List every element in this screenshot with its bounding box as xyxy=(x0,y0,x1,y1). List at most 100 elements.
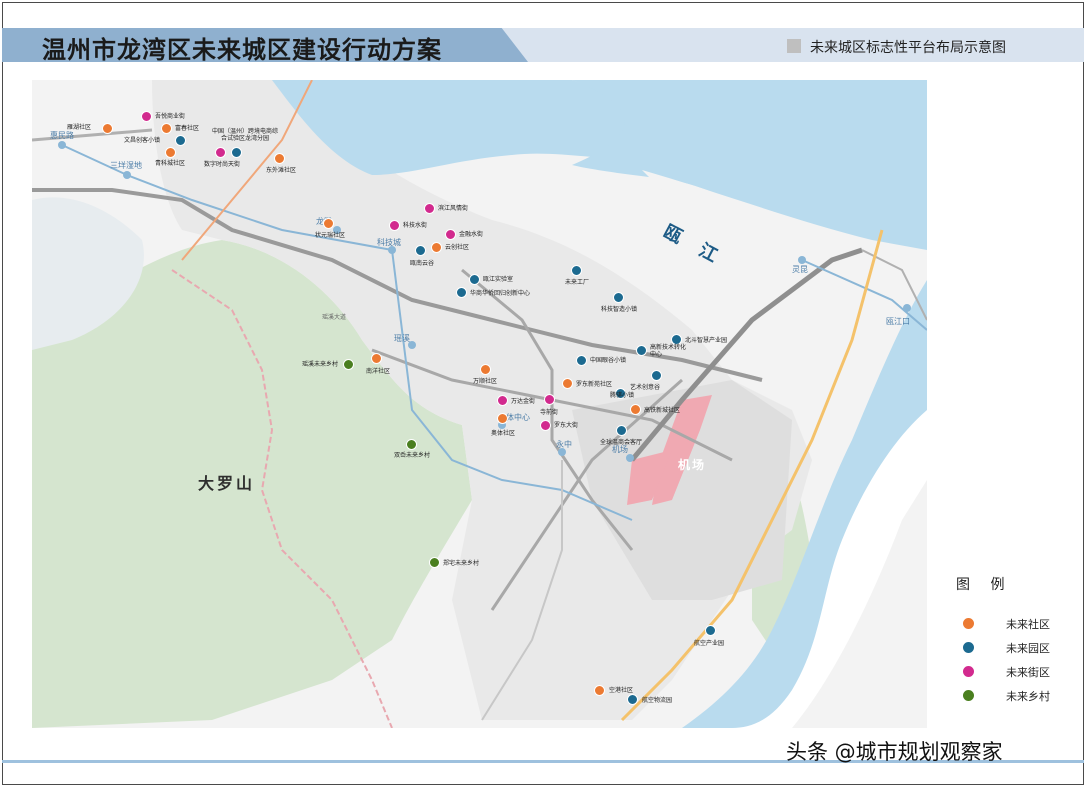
platform-label: 吾悦商业街 xyxy=(155,113,186,120)
park-marker[interactable] xyxy=(616,425,627,436)
park-marker[interactable] xyxy=(636,345,647,356)
mountain-label: 大罗山 xyxy=(198,474,256,493)
map-subtitle: 未来城区标志性平台布局示意图 xyxy=(810,40,1006,56)
airport-label: 机场 xyxy=(678,458,707,472)
village-marker[interactable] xyxy=(429,557,440,568)
station-label: 奥体中心 xyxy=(498,413,530,422)
platform-label: 未来工厂 xyxy=(565,279,590,286)
bottom-rule xyxy=(2,760,1084,763)
legend-label: 未来园区 xyxy=(1006,642,1050,655)
park-marker[interactable] xyxy=(571,265,582,276)
platform-label: 高新技术转化中心 xyxy=(650,344,687,358)
legend-label: 未来社区 xyxy=(1006,618,1050,631)
park-marker[interactable] xyxy=(231,147,242,158)
street-marker[interactable] xyxy=(389,220,400,231)
page-title: 温州市龙湾区未来城区建设行动方案 xyxy=(42,36,442,64)
platform-label: 科技水街 xyxy=(403,222,428,229)
community-marker[interactable] xyxy=(480,364,491,375)
park-marker[interactable] xyxy=(651,370,662,381)
station-label: 科技城 xyxy=(377,238,401,247)
legend-label: 未来乡村 xyxy=(1006,690,1050,703)
platform-label: 万达金街 xyxy=(511,398,536,405)
park-marker[interactable] xyxy=(671,334,682,345)
village-marker[interactable] xyxy=(343,359,354,370)
village-legend-icon xyxy=(962,689,975,702)
street-marker[interactable] xyxy=(544,394,555,405)
park-marker[interactable] xyxy=(415,245,426,256)
platform-label: 瓯南云谷 xyxy=(410,260,435,267)
community-legend-icon xyxy=(962,617,975,630)
platform-label: 罗东大街 xyxy=(554,422,579,429)
platform-label: 富春社区 xyxy=(175,125,200,132)
title-tab xyxy=(2,28,528,62)
platform-label: 文昌创客小镇 xyxy=(124,137,161,144)
platform-label: 全球温商会客厅 xyxy=(600,439,643,446)
park-marker[interactable] xyxy=(615,388,626,399)
platform-label: 航空产业园 xyxy=(694,640,725,647)
community-marker[interactable] xyxy=(274,153,285,164)
platform-label: 滨江风情街 xyxy=(438,205,469,212)
community-marker[interactable] xyxy=(323,218,334,229)
platform-label: 郑宅未来乡村 xyxy=(443,560,480,567)
map-base xyxy=(32,80,927,728)
platform-label: 高铁新城社区 xyxy=(644,407,681,414)
community-marker[interactable] xyxy=(102,123,113,134)
platform-label: 南洋社区 xyxy=(366,368,391,375)
platform-label: 东外滩社区 xyxy=(266,167,297,174)
legend-title: 图 例 xyxy=(956,577,1013,593)
community-marker[interactable] xyxy=(630,404,641,415)
platform-label: 中国眼谷小镇 xyxy=(590,357,627,364)
community-marker[interactable] xyxy=(161,123,172,134)
park-marker[interactable] xyxy=(705,625,716,636)
street-marker[interactable] xyxy=(141,111,152,122)
watermark: 头条 @城市规划观察家 xyxy=(786,740,1003,764)
platform-label: 瓯江实验室 xyxy=(483,276,514,283)
platform-label: 数字时尚天街 xyxy=(204,161,241,168)
park-marker[interactable] xyxy=(627,694,638,705)
legend-label: 未来街区 xyxy=(1006,666,1050,679)
platform-label: 青科城社区 xyxy=(155,160,186,167)
street-marker[interactable] xyxy=(445,229,456,240)
platform-label: 云创社区 xyxy=(445,244,470,251)
community-marker[interactable] xyxy=(594,685,605,696)
park-marker[interactable] xyxy=(456,287,467,298)
street-marker[interactable] xyxy=(540,420,551,431)
community-marker[interactable] xyxy=(431,242,442,253)
park-marker[interactable] xyxy=(576,355,587,366)
platform-label: 寺前街 xyxy=(540,409,559,416)
park-legend-icon xyxy=(962,641,975,654)
community-marker[interactable] xyxy=(497,413,508,424)
station-label: 惠民路 xyxy=(50,131,74,140)
subtitle-square-icon xyxy=(787,39,801,53)
street-marker[interactable] xyxy=(215,147,226,158)
street-marker[interactable] xyxy=(497,395,508,406)
park-marker[interactable] xyxy=(469,274,480,285)
platform-label: 艺术创意谷 xyxy=(630,384,661,391)
station-label: 永中 xyxy=(556,440,572,449)
platform-label: 航空物流园 xyxy=(642,697,673,704)
park-marker[interactable] xyxy=(175,135,186,146)
platform-label: 空港社区 xyxy=(609,687,634,694)
community-marker[interactable] xyxy=(562,378,573,389)
platform-label: 万顺社区 xyxy=(473,378,498,385)
platform-label: 奥体社区 xyxy=(491,430,516,437)
map-area: 瓯 江 大罗山 机场 惠民路 三垟湿地 龙腾 科技城 瑶溪 奥体中心 永中 机场… xyxy=(32,80,927,728)
platform-label: 腾骐小镇 xyxy=(610,392,635,399)
platform-label: 瑶溪未来乡村 xyxy=(302,361,339,368)
station-label: 灵昆 xyxy=(792,265,808,274)
station-label: 三垟湿地 xyxy=(110,161,142,170)
community-marker[interactable] xyxy=(165,147,176,158)
street-legend-icon xyxy=(962,665,975,678)
station-label: 瓯江口 xyxy=(886,317,910,326)
platform-label: 金融水街 xyxy=(459,231,484,238)
street-marker[interactable] xyxy=(424,203,435,214)
community-marker[interactable] xyxy=(371,353,382,364)
station-label: 瑶溪 xyxy=(394,334,410,343)
platform-label: 科技智造小镇 xyxy=(601,306,638,313)
road-label: 瑶溪大道 xyxy=(322,314,347,321)
platform-label: 北斗智慧产业园 xyxy=(685,337,728,344)
platform-label: 状元瑞社区 xyxy=(315,232,346,239)
park-marker[interactable] xyxy=(613,292,624,303)
village-marker[interactable] xyxy=(406,439,417,450)
